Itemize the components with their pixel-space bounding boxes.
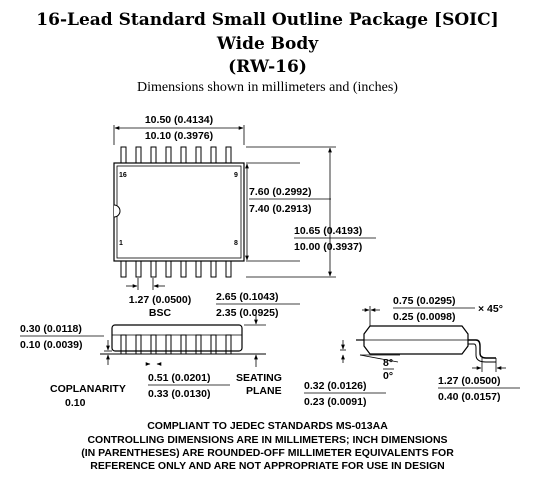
angle-min-label: 0° (383, 370, 393, 382)
chamfer-min-label: 0.25 (0.0098) (393, 311, 455, 323)
subtitle: Dimensions shown in millimeters and (inc… (137, 80, 398, 95)
coplanarity-label: COPLANARITY (50, 383, 126, 395)
body-min-label: 7.40 (0.2913) (249, 203, 311, 215)
width-max-label: 10.50 (0.4134) (145, 114, 213, 126)
note-line-1: COMPLIANT TO JEDEC STANDARDS MS-013AA (147, 420, 388, 432)
top-leads (120, 146, 232, 164)
coplanarity-value: 0.10 (65, 397, 86, 409)
note-line-4: REFERENCE ONLY AND ARE NOT APPROPRIATE F… (90, 460, 445, 472)
foot-min-label: 0.40 (0.0157) (438, 391, 500, 403)
pin-label-16: 16 (119, 172, 127, 179)
total-min-label: 10.00 (0.3937) (294, 241, 362, 253)
top-view: 16 9 1 8 10.50 (0.4134) 10.10 (0.3976) 7… (113, 114, 376, 319)
note-line-2: CONTROLLING DIMENSIONS ARE IN MILLIMETER… (87, 434, 448, 446)
lead-width-min-label: 0.33 (0.0130) (148, 388, 210, 400)
height-min-label: 2.35 (0.0925) (216, 307, 278, 319)
foot-max-label: 1.27 (0.0500) (438, 375, 500, 387)
chamfer-angle-label: × 45° (478, 303, 503, 315)
angle-max-label: 8° (383, 357, 393, 369)
standoff-max-label: 0.30 (0.0118) (20, 323, 82, 335)
pin1-notch (113, 204, 121, 218)
title-line-3: (RW-16) (228, 57, 307, 77)
thickness-min-label: 0.23 (0.0091) (304, 396, 366, 408)
end-view: 0.75 (0.0295) 0.25 (0.0098) × 45° 8° 0° … (304, 295, 520, 408)
pitch-note: BSC (149, 307, 172, 319)
pin-label-8: 8 (234, 240, 238, 247)
width-min-label: 10.10 (0.3976) (145, 130, 213, 142)
title-line-1: 16-Lead Standard Small Outline Package [… (36, 10, 499, 30)
bottom-leads (120, 260, 232, 278)
package-body-outline (113, 162, 245, 262)
body-max-label: 7.60 (0.2992) (249, 186, 311, 198)
height-max-label: 2.65 (0.1043) (216, 291, 278, 303)
seating-label-1: SEATING (236, 372, 282, 384)
gull-wing-lead (468, 339, 496, 359)
side-body (111, 324, 243, 352)
side-view: 0.30 (0.0118) 0.10 (0.0039) 0.51 (0.0201… (20, 311, 282, 400)
chamfer-max-label: 0.75 (0.0295) (393, 295, 455, 307)
total-max-label: 10.65 (0.4193) (294, 225, 362, 237)
pin-label-9: 9 (234, 172, 238, 179)
standoff-min-label: 0.10 (0.0039) (20, 339, 82, 351)
note-line-3: (IN PARENTHESES) ARE ROUNDED-OFF MILLIME… (81, 447, 454, 459)
title-line-2: Wide Body (216, 34, 319, 54)
thickness-max-label: 0.32 (0.0126) (304, 380, 366, 392)
seating-label-2: PLANE (246, 385, 282, 397)
pitch-label: 1.27 (0.0500) (129, 294, 191, 306)
pin-label-1: 1 (119, 240, 123, 247)
lead-width-max-label: 0.51 (0.0201) (148, 372, 210, 384)
